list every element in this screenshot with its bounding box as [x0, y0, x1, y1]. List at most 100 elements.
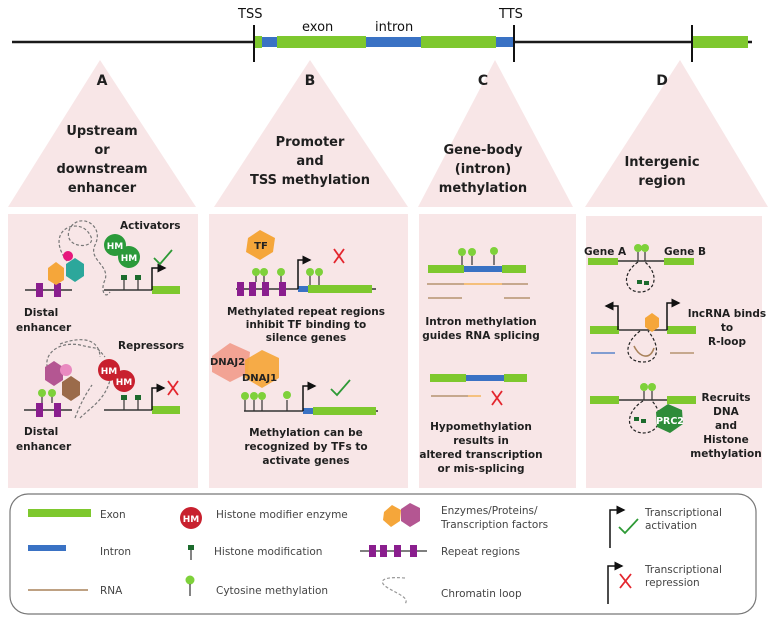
panel-b-text2-2: recognized by TFs to: [244, 441, 367, 453]
gene-a-label: Gene A: [584, 246, 627, 258]
exon-segment: [502, 265, 526, 273]
panel-d-text2-5: methylation: [690, 448, 761, 460]
tts-label: TTS: [498, 7, 523, 22]
dnaj1-icon: [245, 350, 279, 388]
title-c-1: Gene-body: [444, 143, 523, 158]
triangle-c: [418, 60, 573, 207]
cross-icon: [167, 380, 179, 396]
panel-d-text2-2: DNA: [713, 406, 740, 418]
tf-icon: [246, 230, 275, 260]
cross-icon: [491, 390, 503, 406]
triangle-d: [585, 60, 768, 207]
panel-b-text2-1: Methylation can be: [249, 427, 363, 439]
methylation-icon: [250, 392, 258, 400]
intron-segment: [496, 37, 514, 47]
chromatin-loop-icon: [59, 339, 111, 419]
methylation-icon: [634, 244, 642, 252]
enzymes-icon: [401, 503, 420, 527]
dnaj2-label: DNAJ2: [210, 357, 245, 368]
histone-modification-icon: [634, 417, 639, 421]
triangle-b: [214, 60, 408, 207]
exon-segment: [254, 36, 262, 48]
enzyme-pink-icon: [63, 251, 73, 261]
gene-b-label: Gene B: [664, 246, 706, 258]
tss-label: TSS: [237, 7, 262, 22]
legend-histone-modification-label: Histone modification: [214, 546, 322, 558]
activators-label: Activators: [120, 220, 181, 232]
letter-d: D: [656, 73, 668, 89]
methylation-icon: [38, 389, 46, 397]
panel-c-text2-3: altered transcription: [419, 449, 542, 461]
legend-chromatin-loop-label: Chromatin loop: [441, 588, 522, 600]
triangle-a: [8, 60, 196, 207]
panel-c-text2-2: results in: [453, 435, 509, 447]
exon-segment: [664, 258, 694, 265]
exon-segment: [277, 36, 366, 48]
panel-d-text2-1: Recruits: [702, 392, 751, 404]
dnaj2-icon: [212, 343, 250, 382]
letter-b: B: [305, 73, 316, 89]
legend-exon-label: Exon: [100, 509, 126, 521]
chromatin-loop-icon: [626, 261, 655, 293]
hm-label: HM: [101, 367, 118, 377]
legend-rna-label: RNA: [100, 585, 123, 597]
check-icon: [153, 249, 173, 266]
repeat-regions-icon: [360, 545, 427, 557]
exon-segment: [152, 286, 180, 294]
panel-d-text2-4: Histone: [703, 434, 748, 446]
distal-enhancer-label-2: enhancer: [16, 441, 72, 453]
exon-segment: [152, 406, 180, 414]
methylation-icon: [252, 268, 260, 276]
repeat-block: [262, 282, 269, 296]
title-b-1: Promoter: [276, 135, 345, 150]
legend-histone-modifier-label: Histone modifier enzyme: [216, 509, 348, 521]
panel-b-text1-2: inhibit TF binding to: [246, 319, 367, 331]
transcription-start-arrow-icon: [666, 298, 681, 330]
exon-segment: [667, 396, 696, 404]
panel-a-content: HM HM Activators Distal enhancer HM HM R…: [16, 220, 184, 453]
distal-enhancer-label-1: Distal: [24, 307, 58, 319]
title-d-2: region: [638, 174, 685, 189]
gene-track: TSS TTS exon intron: [12, 7, 752, 62]
exon-segment: [588, 258, 618, 265]
panel-c-text1-1: Intron methylation: [425, 316, 536, 328]
methylation-icon: [260, 268, 268, 276]
chromatin-loop-icon: [628, 400, 660, 434]
chromatin-loop-icon: [381, 577, 407, 605]
intron-bar-icon: [28, 545, 66, 551]
transcription-start-arrow-icon: [604, 301, 619, 330]
transcription-start-arrow-icon: [297, 255, 312, 289]
legend-intron-label: Intron: [100, 546, 131, 558]
legend-repression-label-1: Transcriptional: [644, 564, 722, 576]
dnaj1-label: DNAJ1: [242, 373, 277, 384]
repeat-block: [249, 282, 256, 296]
intron-label: intron: [375, 20, 413, 35]
panel-b-text1-1: Methylated repeat regions: [227, 306, 385, 318]
panel-d-text2-3: and: [715, 420, 737, 432]
legend: Exon Intron RNA HM Histone modifier enzy…: [9, 493, 757, 615]
exon-segment: [590, 326, 619, 334]
title-c-3: methylation: [439, 181, 527, 196]
methylation-icon: [458, 248, 466, 256]
exon-segment: [692, 36, 748, 48]
intron-segment: [303, 408, 313, 414]
panel-c-text1-2: guides RNA splicing: [422, 330, 540, 342]
enzyme-pink-icon: [60, 364, 72, 376]
panel-d-content: Gene A Gene B lncRNA binds to R-loop PRC…: [584, 244, 766, 460]
cross-icon: [619, 573, 632, 589]
title-b-3: TSS methylation: [250, 173, 370, 188]
exon-segment: [428, 265, 464, 273]
lncrna-icon: [633, 345, 655, 357]
hm-activator-icon: [118, 246, 140, 268]
methylation-icon: [468, 248, 476, 256]
histone-modification-icon: [644, 281, 649, 285]
panel-a: [8, 214, 198, 488]
methylation-icon: [648, 383, 656, 391]
hm-label: HM: [107, 242, 124, 252]
methylation-icon: [306, 268, 314, 276]
panel-b-text1-3: silence genes: [266, 332, 347, 344]
transcription-start-arrow-icon: [151, 383, 166, 410]
title-a-3: downstream: [57, 162, 148, 177]
panel-c-content: Intron methylation guides RNA splicing H…: [419, 247, 543, 475]
chromatin-loop-icon: [46, 343, 106, 419]
